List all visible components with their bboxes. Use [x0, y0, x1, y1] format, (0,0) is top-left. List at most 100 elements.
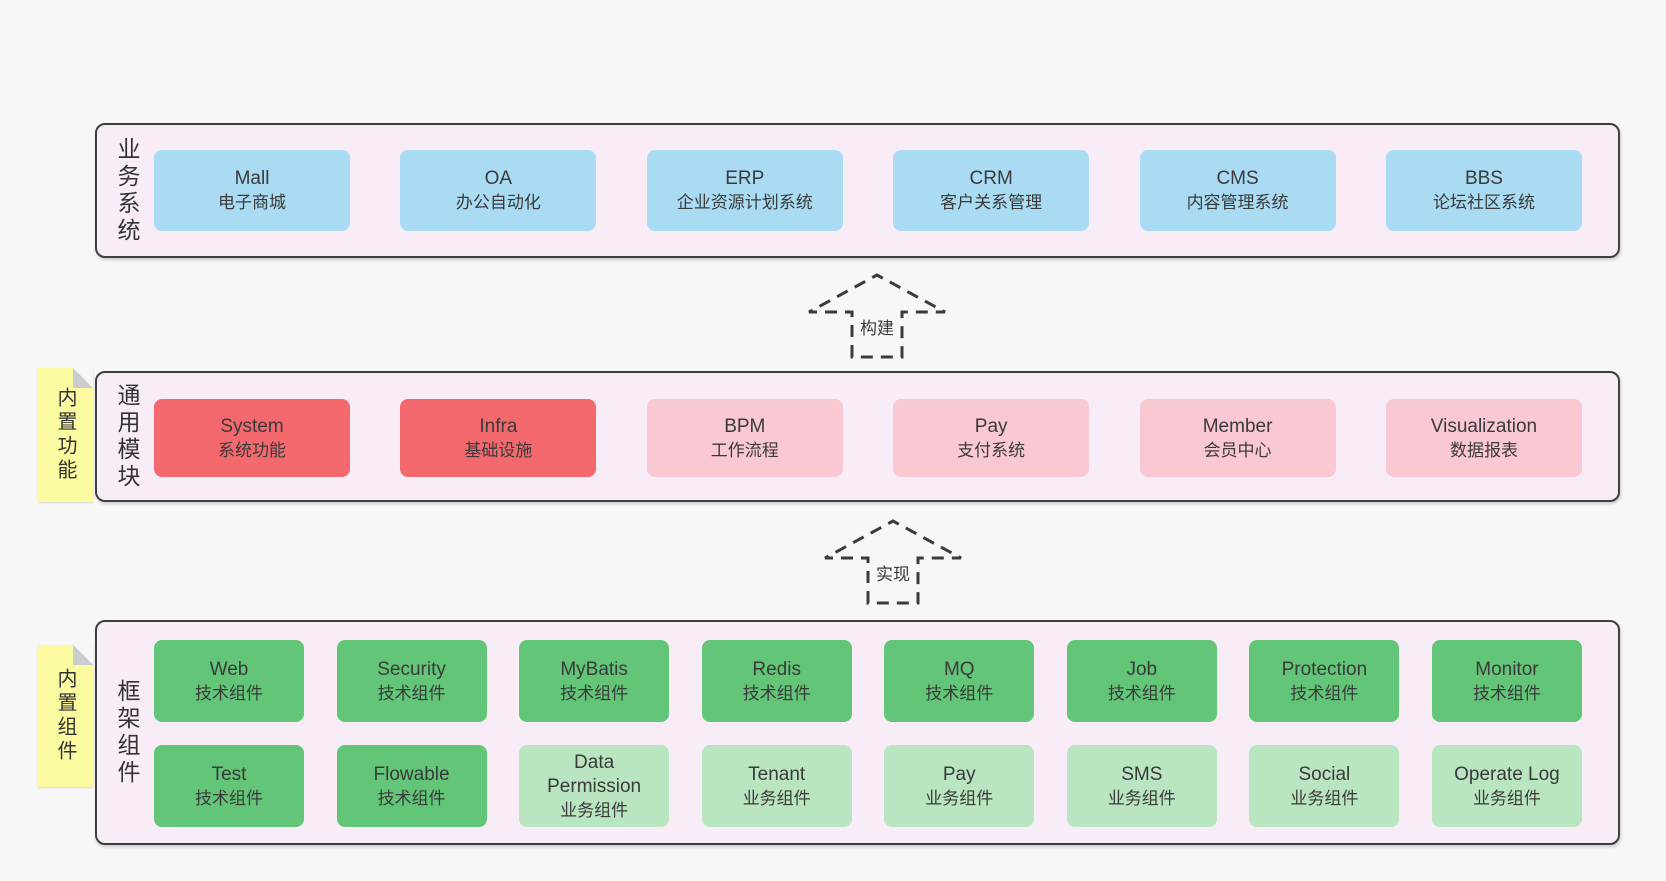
- box-web: Web 技术组件: [154, 640, 304, 722]
- box-subtitle: 基础设施: [464, 440, 533, 460]
- sticky-note-text: 内置组件: [54, 668, 76, 764]
- box-visualization: Visualization 数据报表: [1385, 399, 1582, 477]
- box-subtitle: 业务组件: [925, 788, 994, 808]
- box-title: Web: [209, 658, 249, 680]
- box-member: Member 会员中心: [1139, 399, 1336, 477]
- box-erp: ERP 企业资源计划系统: [646, 150, 843, 231]
- box-job: Job 技术组件: [1066, 640, 1217, 722]
- box-subtitle: 技术组件: [1107, 683, 1176, 703]
- box-title: Pay: [974, 415, 1008, 437]
- box-title: BPM: [724, 415, 766, 437]
- box-title: Member: [1202, 415, 1273, 437]
- box-subtitle: 办公自动化: [455, 193, 541, 212]
- box-title: Security: [377, 658, 446, 680]
- box-subtitle: 论坛社区系统: [1432, 193, 1535, 212]
- box-subtitle: 技术组件: [1472, 683, 1541, 703]
- section-common-modules: 通用模块 System 系统功能 Infra 基础设施 BPM 工作流程 Pay…: [95, 371, 1620, 502]
- box-subtitle: 数据报表: [1449, 440, 1518, 460]
- box-title: MQ: [943, 658, 975, 680]
- box-subtitle: 业务组件: [1472, 788, 1541, 808]
- box-title: Flowable: [373, 763, 450, 785]
- box-title: System: [220, 415, 284, 437]
- box-subtitle: 业务组件: [742, 788, 811, 808]
- sticky-note-builtin-components: 内置组件: [38, 645, 93, 787]
- box-data-permission: Data Permission 业务组件: [519, 745, 670, 827]
- section-business-systems: 业务系统 Mall 电子商城 OA 办公自动化 ERP 企业资源计划系统 CRM…: [95, 123, 1620, 258]
- box-sms: SMS 业务组件: [1066, 745, 1217, 827]
- box-title: Job: [1126, 658, 1158, 680]
- box-title: SMS: [1121, 763, 1163, 785]
- box-test: Test 技术组件: [154, 745, 304, 827]
- box-mq: MQ 技术组件: [884, 640, 1035, 722]
- box-mall: Mall 电子商城: [154, 150, 350, 231]
- box-social: Social 业务组件: [1249, 745, 1400, 827]
- box-title: Test: [211, 763, 247, 785]
- section-label-modules: 通用模块: [114, 382, 140, 491]
- business-box-row: Mall 电子商城 OA 办公自动化 ERP 企业资源计划系统 CRM 客户关系…: [154, 150, 1582, 231]
- arrow-implement-label: 实现: [876, 565, 910, 584]
- section-label-business: 业务系统: [114, 136, 140, 245]
- box-title: Infra: [479, 415, 518, 437]
- box-subtitle: 客户关系管理: [940, 193, 1043, 212]
- box-security: Security 技术组件: [336, 640, 487, 722]
- box-title: Redis: [752, 658, 801, 680]
- section-framework-components: 框架组件 Web 技术组件 Security 技术组件 MyBatis 技术组件…: [95, 620, 1620, 845]
- box-flowable: Flowable 技术组件: [336, 745, 487, 827]
- arrow-up-build-icon: 构建: [806, 270, 948, 360]
- box-title: Monitor: [1475, 658, 1539, 680]
- box-pay-business: Pay 业务组件: [884, 745, 1035, 827]
- box-title: ERP: [725, 168, 765, 189]
- arrow-build-label: 构建: [860, 319, 894, 338]
- box-subtitle: 业务组件: [1290, 788, 1359, 808]
- box-infra: Infra 基础设施: [400, 399, 597, 477]
- box-cms: CMS 内容管理系统: [1139, 150, 1336, 231]
- box-title: Social: [1298, 763, 1351, 785]
- arrow-up-implement-icon: 实现: [822, 516, 964, 606]
- box-title: CRM: [969, 168, 1013, 189]
- box-tenant: Tenant 业务组件: [701, 745, 852, 827]
- box-subtitle: 系统功能: [218, 440, 286, 460]
- box-oa: OA 办公自动化: [400, 150, 597, 231]
- box-title: BBS: [1464, 168, 1503, 189]
- section-label-framework: 框架组件: [114, 678, 140, 787]
- box-redis: Redis 技术组件: [701, 640, 852, 722]
- framework-box-row-1: Web 技术组件 Security 技术组件 MyBatis 技术组件 Redi…: [154, 640, 1582, 722]
- box-title: Data Permission: [547, 751, 642, 797]
- box-subtitle: 工作流程: [710, 440, 779, 460]
- framework-box-row-2: Test 技术组件 Flowable 技术组件 Data Permission …: [154, 745, 1582, 827]
- box-subtitle: 支付系统: [957, 440, 1026, 460]
- box-title: Tenant: [748, 763, 806, 785]
- box-subtitle: 业务组件: [560, 800, 629, 820]
- box-title: OA: [484, 168, 513, 189]
- box-subtitle: 技术组件: [742, 683, 811, 703]
- box-mybatis: MyBatis 技术组件: [519, 640, 670, 722]
- box-pay: Pay 支付系统: [893, 399, 1090, 477]
- box-subtitle: 内容管理系统: [1186, 193, 1289, 212]
- box-title: Operate Log: [1454, 763, 1560, 785]
- box-title: Pay: [942, 763, 976, 785]
- box-title: CMS: [1216, 168, 1259, 189]
- box-subtitle: 技术组件: [377, 788, 446, 808]
- box-title: Visualization: [1430, 415, 1538, 437]
- box-subtitle: 技术组件: [560, 683, 629, 703]
- box-subtitle: 技术组件: [1290, 683, 1359, 703]
- box-monitor: Monitor 技术组件: [1431, 640, 1582, 722]
- modules-box-row: System 系统功能 Infra 基础设施 BPM 工作流程 Pay 支付系统…: [154, 399, 1582, 477]
- dashed-up-arrow-icon: [808, 273, 946, 359]
- sticky-note-builtin-features: 内置功能: [38, 368, 93, 502]
- box-title: MyBatis: [560, 658, 628, 680]
- box-title: Protection: [1281, 658, 1368, 680]
- box-system: System 系统功能: [154, 399, 350, 477]
- box-subtitle: 技术组件: [195, 683, 263, 703]
- box-operate-log: Operate Log 业务组件: [1431, 745, 1582, 827]
- box-subtitle: 会员中心: [1203, 440, 1272, 460]
- box-subtitle: 企业资源计划系统: [676, 193, 813, 212]
- box-bbs: BBS 论坛社区系统: [1385, 150, 1582, 231]
- box-subtitle: 技术组件: [925, 683, 994, 703]
- box-protection: Protection 技术组件: [1249, 640, 1400, 722]
- box-subtitle: 业务组件: [1107, 788, 1176, 808]
- box-subtitle: 电子商城: [218, 193, 286, 212]
- dashed-up-arrow-icon: [824, 519, 962, 605]
- sticky-note-text: 内置功能: [54, 387, 76, 483]
